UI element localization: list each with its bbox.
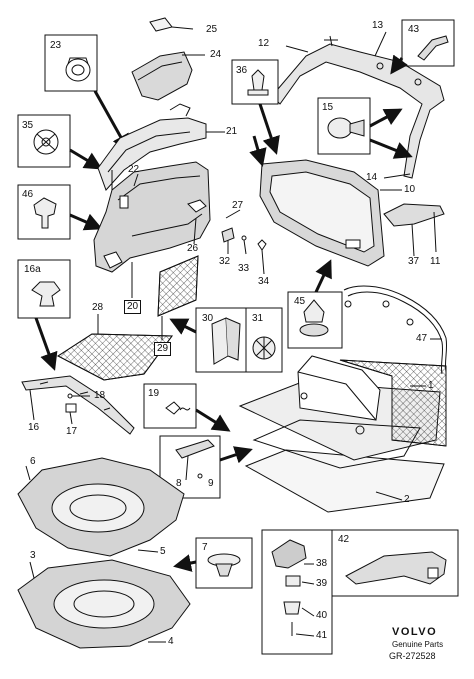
label-part-14: 14 (366, 172, 378, 183)
label-part-45: 45 (294, 296, 306, 307)
label-part-38: 38 (316, 558, 328, 569)
part-26-32-33-34-fasteners (193, 209, 267, 275)
part-15-clip-box (317, 97, 413, 159)
label-part-43: 43 (408, 24, 420, 35)
part-3-4-lower-well (17, 559, 191, 649)
part-11-37-bracket (383, 203, 445, 257)
part-42-box (331, 529, 459, 597)
label-part-18: 18 (94, 390, 106, 401)
label-part-31: 31 (252, 313, 264, 324)
part-25-sticker (149, 17, 194, 32)
part-12-13-upper-frame (271, 31, 445, 179)
label-part-28: 28 (92, 302, 104, 313)
label-part-20: 20 (124, 300, 142, 314)
label-part-42: 42 (338, 534, 350, 545)
label-part-47: 47 (416, 333, 428, 344)
label-part-27: 27 (232, 200, 244, 211)
part-21-upper-trim (97, 103, 225, 191)
label-part-32: 32 (219, 256, 231, 267)
part-36-clip-box (231, 59, 280, 155)
label-part-36: 36 (236, 65, 248, 76)
part-19-box (143, 383, 231, 432)
brand-name: VOLVO (392, 626, 438, 638)
label-part-9: 9 (208, 478, 214, 489)
part-1-2-floor (238, 355, 447, 513)
label-part-39: 39 (316, 578, 328, 589)
label-part-3: 3 (30, 550, 36, 561)
label-part-15: 15 (322, 102, 334, 113)
label-part-4: 4 (168, 636, 174, 647)
label-part-26: 26 (187, 243, 199, 254)
part-7-box (173, 537, 253, 589)
label-part-29: 29 (154, 342, 172, 356)
brand-subtitle: Genuine Parts (392, 640, 444, 649)
part-38-41-box (261, 529, 333, 655)
part-35-clip-box (17, 114, 103, 170)
label-part-10: 10 (404, 184, 416, 195)
part-47-strap (343, 285, 448, 375)
label-part-8: 8 (176, 478, 182, 489)
diagram-reference: GR-272528 (389, 651, 436, 661)
part-10-lower-trim (259, 159, 402, 267)
part-24-cover (131, 51, 205, 101)
label-part-33: 33 (238, 263, 250, 274)
label-part-16a: 16a (24, 264, 41, 275)
part-30-31-box (169, 307, 283, 373)
label-part-30: 30 (202, 313, 214, 324)
label-part-6: 6 (30, 456, 36, 467)
label-part-21: 21 (226, 126, 238, 137)
label-part-46: 46 (22, 189, 34, 200)
part-22-side-panel (93, 161, 211, 273)
label-part-5: 5 (160, 546, 166, 557)
part-45-clip-box (287, 259, 343, 349)
label-part-2: 2 (404, 494, 410, 505)
label-part-13: 13 (372, 20, 384, 31)
label-part-23: 23 (50, 40, 62, 51)
part-29-side-net (157, 255, 199, 340)
label-part-37: 37 (408, 256, 420, 267)
label-part-34: 34 (258, 276, 270, 287)
label-part-12: 12 (258, 38, 270, 49)
part-43-trim-box (390, 19, 455, 75)
label-part-19: 19 (148, 388, 160, 399)
label-part-22: 22 (128, 164, 140, 175)
part-16-17-18-sill-strip (21, 375, 135, 435)
part-6-wheel-well (17, 457, 185, 557)
part-46-clip-box (17, 184, 103, 240)
label-part-11: 11 (430, 256, 441, 267)
label-part-17: 17 (66, 426, 78, 437)
label-part-41: 41 (316, 630, 328, 641)
label-part-25: 25 (206, 24, 218, 35)
label-part-35: 35 (22, 120, 34, 131)
label-part-40: 40 (316, 610, 328, 621)
label-part-1: 1 (428, 380, 434, 391)
label-part-24: 24 (210, 49, 222, 60)
label-part-16: 16 (28, 422, 40, 433)
part-16a-clip-box (17, 259, 71, 371)
label-part-7: 7 (202, 542, 208, 553)
